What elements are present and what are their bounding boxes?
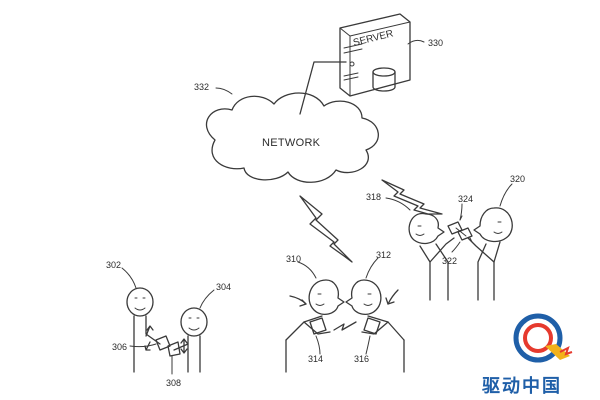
leader-316 <box>365 335 371 355</box>
leader-302 <box>121 267 137 289</box>
ref-320: 320 <box>510 174 525 184</box>
ref-308: 308 <box>166 378 181 388</box>
watermark-text: 驱动中国 <box>482 375 562 397</box>
ref-306: 306 <box>112 342 127 352</box>
leader-332 <box>215 87 233 95</box>
watermark-logo <box>513 313 573 363</box>
ref-324: 324 <box>458 194 473 204</box>
wireless-signal-icon <box>381 179 443 215</box>
leader-330 <box>407 39 425 45</box>
ref-312: 312 <box>376 250 391 260</box>
user-pair-310-312 <box>285 279 405 373</box>
network-cloud <box>205 92 379 183</box>
ref-304: 304 <box>216 282 231 292</box>
leader-312 <box>365 257 379 279</box>
user-pair-302-304 <box>126 287 208 373</box>
leader-314 <box>315 335 321 355</box>
network-label: NETWORK <box>262 137 321 149</box>
ref-318: 318 <box>366 192 381 202</box>
ref-322: 322 <box>442 256 457 266</box>
user-pair-318-320 <box>408 207 513 301</box>
leader-322 <box>451 241 461 253</box>
wireless-signal-icon <box>299 195 353 263</box>
leader-310 <box>297 261 317 279</box>
ref-302: 302 <box>106 260 121 270</box>
ref-314: 314 <box>308 354 323 364</box>
ref-330: 330 <box>428 38 443 48</box>
ref-316: 316 <box>354 354 369 364</box>
ref-332: 332 <box>194 82 209 92</box>
server-label: SERVER <box>352 28 394 49</box>
leader-324 <box>459 203 463 221</box>
leader-304 <box>199 289 215 309</box>
server-network-link <box>299 61 347 115</box>
server-icon: SERVER <box>339 13 411 97</box>
leader-306 <box>129 343 157 348</box>
leader-320 <box>499 183 513 207</box>
leader-318 <box>385 197 411 211</box>
ref-310: 310 <box>286 254 301 264</box>
